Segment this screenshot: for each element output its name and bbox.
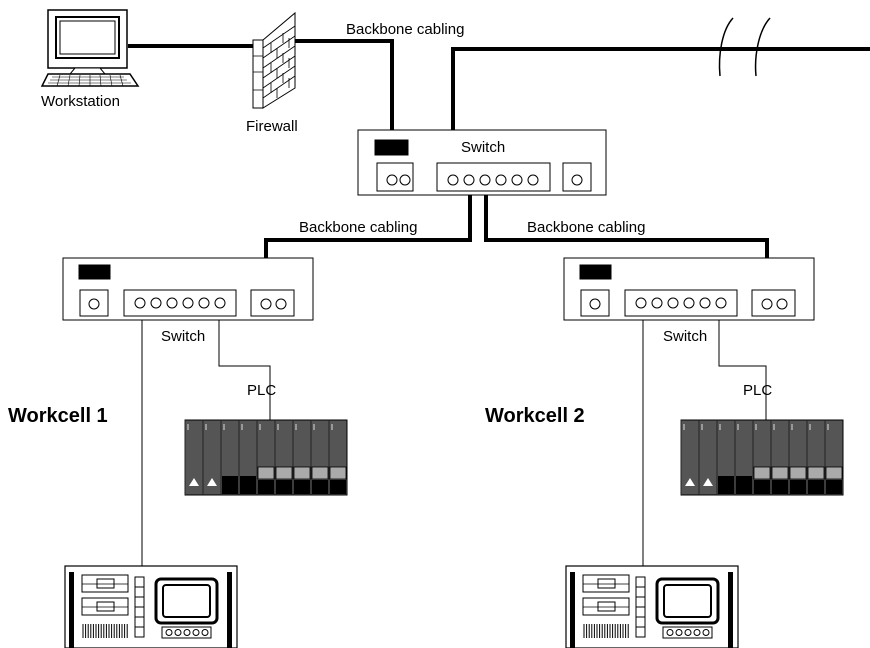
workcell1-title: Workcell 1 [8, 405, 108, 427]
left-switch-indicator [78, 264, 111, 280]
cable-break-marks [718, 17, 771, 77]
plc-warning-triangle [703, 478, 713, 486]
hmi-drive-slot [96, 578, 115, 589]
left-switch-label: Switch [161, 328, 205, 345]
hmi-left-handle [570, 572, 575, 648]
plc-terminal-block [754, 480, 770, 494]
hmi-keypad-button [183, 629, 191, 636]
hmi-panel-left [64, 565, 238, 648]
hmi-screen [663, 584, 712, 618]
plc-terminal-cover [257, 466, 275, 480]
plc-terminal-block [790, 480, 806, 494]
plc-terminal-cover [771, 466, 789, 480]
hmi-keypad-button [684, 629, 692, 636]
left-switch [62, 257, 314, 321]
hmi-keypad-button [201, 629, 209, 636]
workcell2-plc-cable [718, 306, 767, 422]
plc-terminal-block [312, 480, 328, 494]
main-switch-indicator [374, 139, 409, 156]
firewall-icon [252, 11, 296, 109]
hmi-left-handle [69, 572, 74, 648]
hmi-screen [162, 584, 211, 618]
main-switch-label: Switch [461, 139, 505, 156]
firewall-label: Firewall [246, 118, 298, 135]
plc-terminal-block [772, 480, 788, 494]
plc-terminal-block [826, 480, 842, 494]
right-switch-indicator [579, 264, 612, 280]
plc-terminal-block [808, 480, 824, 494]
plc-terminal-block [736, 476, 752, 494]
backbone-left-label: Backbone cabling [299, 219, 417, 236]
plc-terminal-cover [293, 466, 311, 480]
plc-terminal-cover [329, 466, 347, 480]
hmi-keypad-button [675, 629, 683, 636]
plc-terminal-cover [789, 466, 807, 480]
hmi-drive-slot [96, 601, 115, 612]
plc-terminal-block [330, 480, 346, 494]
workstation-computer [40, 9, 140, 87]
hmi-keypad-button [693, 629, 701, 636]
plc-rack-left [184, 419, 348, 496]
right-switch [563, 257, 815, 321]
backbone-top-label: Backbone cabling [346, 21, 464, 38]
hmi-panel-right [565, 565, 739, 648]
plc-terminal-cover [753, 466, 771, 480]
plc-right-label: PLC [743, 382, 772, 399]
plc-terminal-block [718, 476, 734, 494]
plc-terminal-block [222, 476, 238, 494]
hmi-keypad-button [174, 629, 182, 636]
right-switch-label: Switch [663, 328, 707, 345]
plc-warning-triangle [207, 478, 217, 486]
hmi-right-handle [227, 572, 232, 648]
plc-terminal-cover [275, 466, 293, 480]
workstation-label: Workstation [41, 93, 120, 110]
workcell1-plc-cable [218, 306, 271, 422]
plc-terminal-cover [311, 466, 329, 480]
hmi-drive-slot [597, 601, 616, 612]
plc-warning-triangle [189, 478, 199, 486]
plc-warning-triangle [685, 478, 695, 486]
plc-rack-right [680, 419, 844, 496]
backbone-right-label: Backbone cabling [527, 219, 645, 236]
hmi-keypad-button [192, 629, 200, 636]
plc-left-label: PLC [247, 382, 276, 399]
plc-terminal-block [294, 480, 310, 494]
plc-terminal-block [240, 476, 256, 494]
plc-terminal-cover [825, 466, 843, 480]
main-switch [357, 129, 607, 196]
plc-terminal-cover [807, 466, 825, 480]
plc-terminal-block [258, 480, 274, 494]
hmi-drive-slot [597, 578, 616, 589]
plc-terminal-block [276, 480, 292, 494]
hmi-keypad-button [165, 629, 173, 636]
hmi-keypad-button [702, 629, 710, 636]
hmi-right-handle [728, 572, 733, 648]
workcell2-title: Workcell 2 [485, 405, 585, 427]
hmi-keypad-button [666, 629, 674, 636]
